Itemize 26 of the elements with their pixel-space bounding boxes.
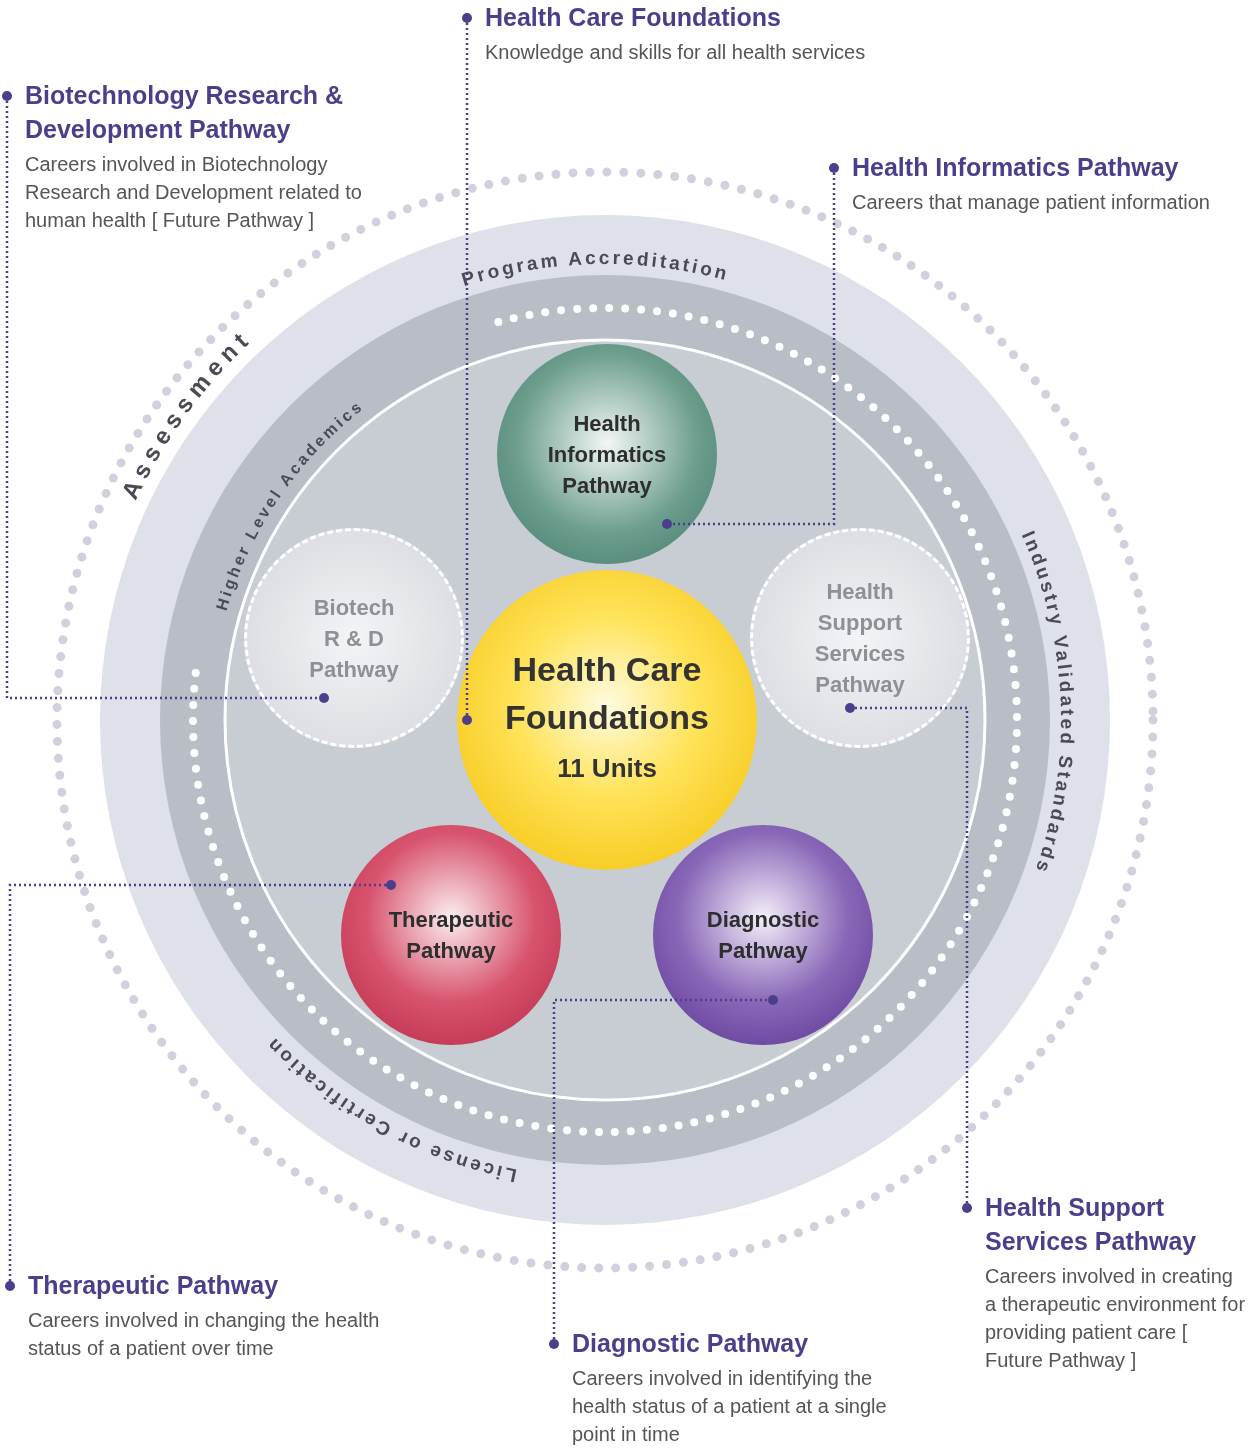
circle-label: Health Care Foundations [504, 649, 710, 738]
leader-line [2, 91, 329, 703]
leader-line [549, 995, 778, 1349]
callout-text: Careers involved in identifying the health status of a patient at a single point in time [572, 1366, 888, 1447]
callout-title: Health Support Services Pathway [985, 1192, 1198, 1257]
circle-label: Health Informatics Pathway [546, 409, 668, 500]
callout-text: Careers involved in creating a therapeutic environment for providing patient care [ Future Pathway ] [985, 1264, 1247, 1373]
ring-label: Program Accreditation [459, 247, 732, 291]
circle-label: Biotech R & D Pathway [308, 593, 400, 684]
circle-label: Diagnostic Pathway [705, 906, 821, 965]
circle-label: 11 Units [557, 752, 657, 785]
circle-label: Health Support Services Pathway [813, 578, 907, 699]
callout-text: Careers involved in Biotechnology Research and Development related to human health [ Future Pathway ] [25, 152, 363, 233]
callout-text: Careers that manage patient information [852, 190, 1211, 215]
leader-line [662, 163, 839, 529]
circle-label: Therapeutic Pathway [387, 906, 515, 965]
leader-line [845, 703, 972, 1213]
callout-text: Knowledge and skills for all health services [485, 40, 867, 65]
callout-text: Careers involved in changing the health status of a patient over time [28, 1308, 381, 1361]
callout-title: Health Care Foundations [485, 2, 782, 33]
callout-title: Diagnostic Pathway [572, 1328, 810, 1359]
leader-line [462, 13, 472, 725]
leader-line [5, 880, 396, 1291]
callout-title: Biotechnology Research & Development Pathway [25, 80, 345, 145]
callout-title: Health Informatics Pathway [852, 152, 1180, 183]
callout-title: Therapeutic Pathway [28, 1270, 280, 1301]
